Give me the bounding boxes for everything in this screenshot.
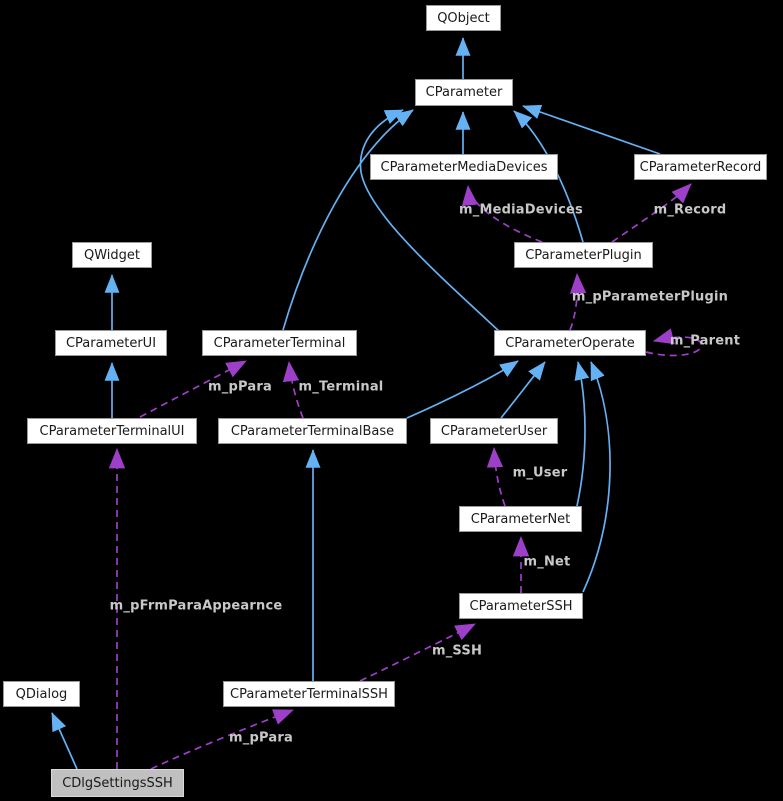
edge-label-m-net: m_Net	[523, 554, 571, 570]
edge-label-m-parent: m_Parent	[669, 333, 741, 349]
edge-ssh-operate	[582, 361, 611, 593]
edge-terminalssh-ssh	[359, 623, 476, 682]
edge-terminalui-terminal	[139, 360, 247, 418]
edge-label-m-ssh: m_SSH	[431, 643, 483, 659]
edge-label-m-ppara-top: m_pPara	[208, 379, 272, 395]
class-node-qdialog[interactable]: QDialog	[3, 681, 80, 707]
edge-net-user	[486, 446, 506, 507]
edge-cdlg-qdialog	[51, 712, 78, 770]
edge-label-m-mediadevices: m_MediaDevices	[459, 202, 583, 218]
class-node-cparameteruser[interactable]: CParameterUser	[430, 418, 558, 444]
class-node-cparameterterminalui[interactable]: CParameterTerminalUI	[27, 418, 197, 444]
class-node-qobject[interactable]: QObject	[426, 5, 501, 31]
class-node-cparameter[interactable]: CParameter	[415, 79, 513, 106]
edge-terminalbase-terminal	[282, 360, 304, 419]
class-node-cparameteroperate[interactable]: CParameterOperate	[494, 330, 646, 356]
edge-operate-plugin	[569, 272, 587, 331]
edge-terminalbase-operate	[406, 360, 519, 419]
class-node-qwidget[interactable]: QWidget	[72, 242, 152, 268]
edge-label-m-terminal: m_Terminal	[298, 379, 384, 395]
class-node-cparametermediadevices[interactable]: CParameterMediaDevices	[370, 154, 558, 180]
edge-label-m-ppara-bottom: m_pPara	[229, 730, 293, 746]
class-node-cparameterterminalssh[interactable]: CParameterTerminalSSH	[223, 681, 395, 707]
class-node-cparameterterminalbase[interactable]: CParameterTerminalBase	[218, 418, 407, 444]
edge-label-m-record: m_Record	[653, 202, 727, 218]
edge-operate-cparameter	[359, 109, 500, 332]
class-node-cparameterterminal[interactable]: CParameterTerminal	[202, 330, 357, 356]
edge-label-m-pfrmparaappearnce: m_pFrmParaAppearnce	[109, 598, 283, 614]
edge-operate-self-parent	[645, 328, 702, 357]
edge-net-operate	[574, 361, 590, 507]
edge-label-m-user: m_User	[512, 465, 568, 481]
edge-cdlg-terminalssh	[150, 709, 294, 770]
class-node-cparameterui[interactable]: CParameterUI	[55, 330, 167, 356]
edge-user-operate	[500, 361, 546, 419]
edge-label-m-pparameterplugin: m_pParameterPlugin	[571, 289, 729, 305]
class-node-cparameterplugin[interactable]: CParameterPlugin	[514, 242, 653, 268]
class-node-cdlgsettingsssh[interactable]: CDlgSettingsSSH	[51, 769, 184, 797]
edge-terminal-cparameter	[282, 109, 414, 331]
edge-plugin-record	[611, 183, 692, 243]
class-node-cparameterrecord[interactable]: CParameterRecord	[634, 154, 767, 180]
class-node-cparameternet[interactable]: CParameterNet	[459, 506, 582, 532]
edge-plugin-mediadevices	[461, 184, 543, 243]
edge-record-cparameter	[522, 104, 661, 155]
class-node-cparameterssh[interactable]: CParameterSSH	[459, 593, 583, 619]
